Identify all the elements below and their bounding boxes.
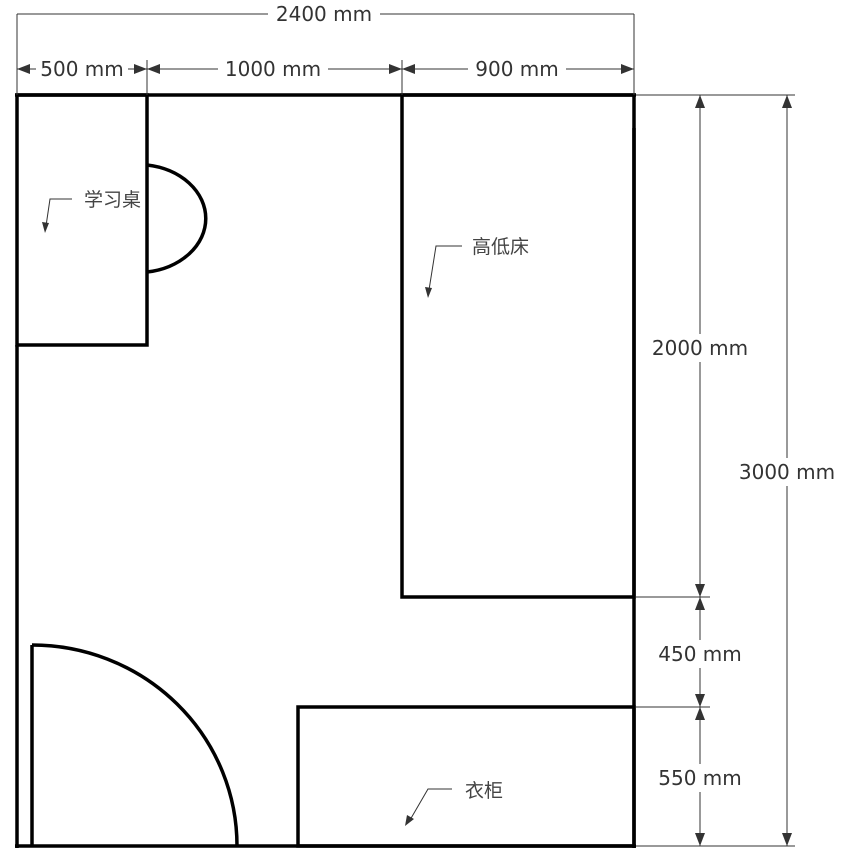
wardrobe-label: 衣柜 <box>465 780 503 802</box>
wardrobe-callout: 衣柜 <box>405 780 503 826</box>
bunk-bed <box>400 93 636 599</box>
desk-callout: 学习桌 <box>42 189 141 233</box>
wardrobe <box>296 705 636 848</box>
dimension-extensions <box>636 94 795 847</box>
bed-width-label: 900 mm <box>475 57 559 81</box>
bed-callout: 高低床 <box>425 236 529 298</box>
bed-length-label: 2000 mm <box>652 336 748 360</box>
total-width-label: 2400 mm <box>276 2 372 26</box>
dimension-total-width: 2400 mm <box>16 2 635 95</box>
dimension-total-length: 3000 mm <box>734 95 840 846</box>
middle-width-label: 1000 mm <box>225 57 321 81</box>
desk-width-label: 500 mm <box>40 57 124 81</box>
gap-length-label: 450 mm <box>658 642 742 666</box>
dimension-row-top: 500 mm 1000 mm 900 mm <box>17 56 634 95</box>
desk-label: 学习桌 <box>84 189 141 211</box>
total-length-label: 3000 mm <box>739 460 835 484</box>
wardrobe-depth-label: 550 mm <box>658 766 742 790</box>
desk <box>15 93 149 347</box>
bed-label: 高低床 <box>472 236 529 258</box>
door <box>30 643 239 847</box>
chair <box>146 163 208 274</box>
dimension-column-inner: 2000 mm 450 mm 550 mm <box>648 95 752 846</box>
